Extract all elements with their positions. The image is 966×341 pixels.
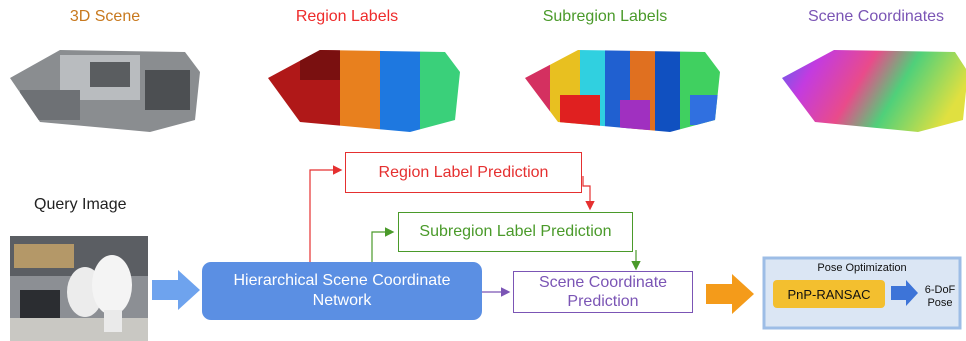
title-3d-scene: 3D Scene xyxy=(69,8,141,25)
scene-coordinates-render xyxy=(782,50,966,132)
query-image-label: Query Image xyxy=(34,196,127,213)
network-text-line2: Network xyxy=(312,292,372,309)
network-text-line1: Hierarchical Scene Coordinate xyxy=(233,272,451,289)
title-region-labels: Region Labels xyxy=(295,8,399,25)
pnp-ransac-text: PnP-RANSAC xyxy=(787,286,871,302)
scene-coordinate-text-line2: Prediction xyxy=(567,293,639,310)
scene-coordinate-prediction-box: Scene Coordinate Prediction xyxy=(513,271,693,313)
network-to-region-line xyxy=(309,165,343,262)
output-arrow xyxy=(706,274,754,314)
region-labels-render xyxy=(268,50,460,132)
hierarchical-network-box: Hierarchical Scene Coordinate Network xyxy=(202,262,482,320)
title-subregion-labels: Subregion Labels xyxy=(542,8,668,25)
scene-coordinate-text-line1: Scene Coordinate xyxy=(538,274,668,291)
region-label-prediction-text: Region Label Prediction xyxy=(378,163,549,181)
pose-output-line2: Pose xyxy=(927,297,953,309)
subregion-labels-render xyxy=(525,50,720,132)
pose-output-arrow xyxy=(891,280,918,306)
title-scene-coordinates: Scene Coordinates xyxy=(807,8,945,25)
subregion-label-prediction-text: Subregion Label Prediction xyxy=(419,223,612,240)
query-image-photo xyxy=(10,236,148,341)
region-to-subregion-line xyxy=(582,176,595,211)
scene-3d-render xyxy=(10,50,200,132)
network-to-subregion-line xyxy=(371,227,395,262)
subregion-label-prediction-box: Subregion Label Prediction xyxy=(398,212,633,252)
input-arrow xyxy=(152,270,200,310)
region-label-prediction-box: Region Label Prediction xyxy=(345,152,582,193)
pose-output-line1: 6-DoF xyxy=(924,284,956,296)
pose-optimization-title: Pose Optimization xyxy=(817,262,907,274)
pose-output-label: 6-DoF Pose xyxy=(920,284,960,310)
pnp-ransac-box: PnP-RANSAC xyxy=(773,280,885,308)
